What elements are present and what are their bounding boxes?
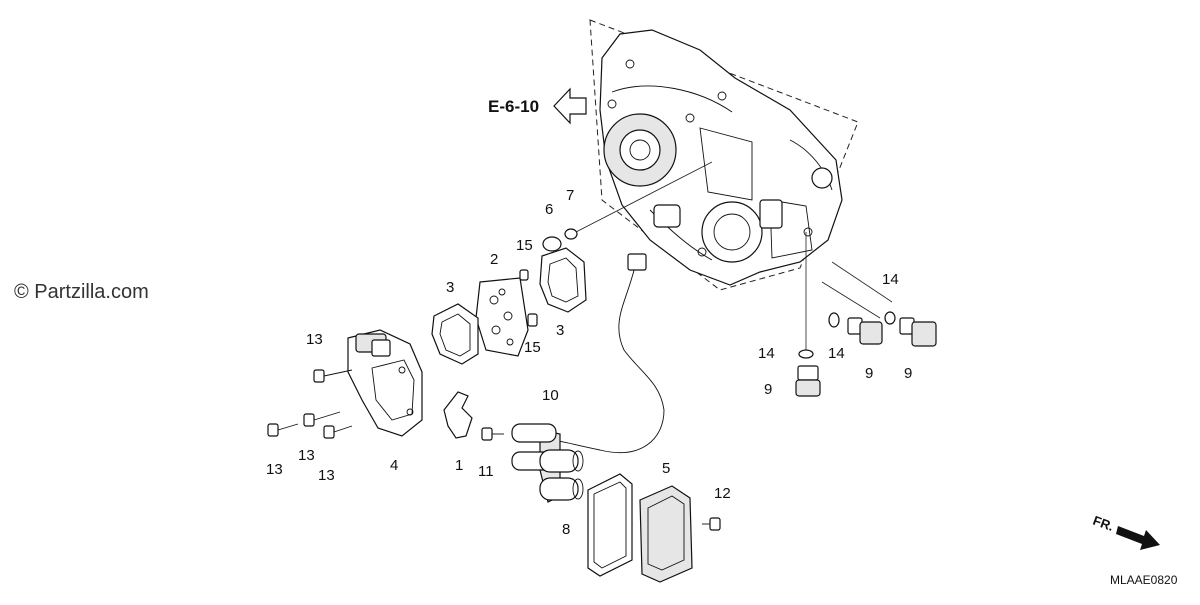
gasket-left[interactable] — [431, 303, 479, 365]
bolt-13[interactable] — [267, 423, 299, 437]
harness-connector[interactable] — [627, 253, 647, 271]
reference-label: E-6-10 — [488, 97, 539, 116]
callout-2[interactable]: 2 — [490, 251, 498, 268]
watermark: © Partzilla.com — [14, 281, 149, 303]
callout-15[interactable]: 15 — [524, 339, 541, 356]
callout-9[interactable]: 9 — [764, 381, 772, 398]
callout-13[interactable]: 13 — [266, 461, 283, 478]
callout-5[interactable]: 5 — [662, 460, 670, 477]
gasket-right[interactable] — [539, 247, 587, 313]
wire-harness[interactable] — [545, 261, 665, 454]
separator-plate[interactable] — [475, 277, 529, 357]
callout-12[interactable]: 12 — [714, 485, 731, 502]
solenoid-clip[interactable] — [443, 391, 473, 439]
callout-7[interactable]: 7 — [566, 187, 574, 204]
callout-10[interactable]: 10 — [542, 387, 559, 404]
callout-3[interactable]: 3 — [556, 322, 564, 339]
o-ring[interactable] — [542, 236, 562, 252]
callout-3[interactable]: 3 — [446, 279, 454, 296]
callout-4[interactable]: 4 — [390, 457, 398, 474]
bolt-12[interactable] — [702, 517, 721, 531]
dowel-pin[interactable] — [527, 313, 538, 327]
callout-1[interactable]: 1 — [455, 457, 463, 474]
callout-9[interactable]: 9 — [904, 365, 912, 382]
callout-15[interactable]: 15 — [516, 237, 533, 254]
reference-arrow-icon — [553, 87, 587, 125]
callout-11[interactable]: 11 — [478, 463, 494, 480]
diagram-code: MLAAE0820 — [1110, 573, 1178, 587]
front-direction-indicator: FR. — [1091, 513, 1160, 550]
bolt-11[interactable] — [481, 427, 504, 441]
bolt-13[interactable] — [303, 411, 341, 427]
leader-line — [575, 161, 713, 233]
pressure-switch[interactable] — [899, 317, 937, 347]
callout-6[interactable]: 6 — [545, 201, 553, 218]
sealing-washer[interactable] — [798, 349, 814, 359]
housing-outline — [589, 19, 859, 291]
callout-13[interactable]: 13 — [306, 331, 323, 348]
dowel-pin[interactable] — [519, 269, 529, 281]
bolt-13[interactable] — [313, 369, 353, 383]
seal-ring[interactable] — [564, 228, 578, 240]
pressure-switch[interactable] — [795, 365, 821, 397]
bolt-13[interactable] — [323, 425, 353, 439]
leader-line — [821, 281, 881, 319]
callout-14[interactable]: 14 — [882, 271, 899, 288]
callout-9[interactable]: 9 — [865, 365, 873, 382]
callout-13[interactable]: 13 — [318, 467, 335, 484]
valve-cover[interactable] — [347, 329, 423, 437]
callout-13[interactable]: 13 — [298, 447, 315, 464]
callout-14[interactable]: 14 — [758, 345, 775, 362]
reference-link[interactable]: E-6-10 — [488, 87, 587, 125]
solenoid-assembly[interactable] — [511, 423, 584, 503]
direction-label: FR. — [1091, 513, 1116, 534]
sealing-washer[interactable] — [884, 311, 896, 325]
transmission-housing — [599, 29, 843, 286]
solenoid-cover[interactable] — [639, 485, 693, 583]
pressure-switch[interactable] — [847, 317, 883, 345]
front-arrow-icon — [1116, 526, 1160, 550]
leader-line — [831, 261, 893, 303]
sealing-washer[interactable] — [828, 312, 840, 328]
cover-gasket[interactable] — [587, 473, 633, 577]
callout-8[interactable]: 8 — [562, 521, 570, 538]
callout-14[interactable]: 14 — [828, 345, 845, 362]
